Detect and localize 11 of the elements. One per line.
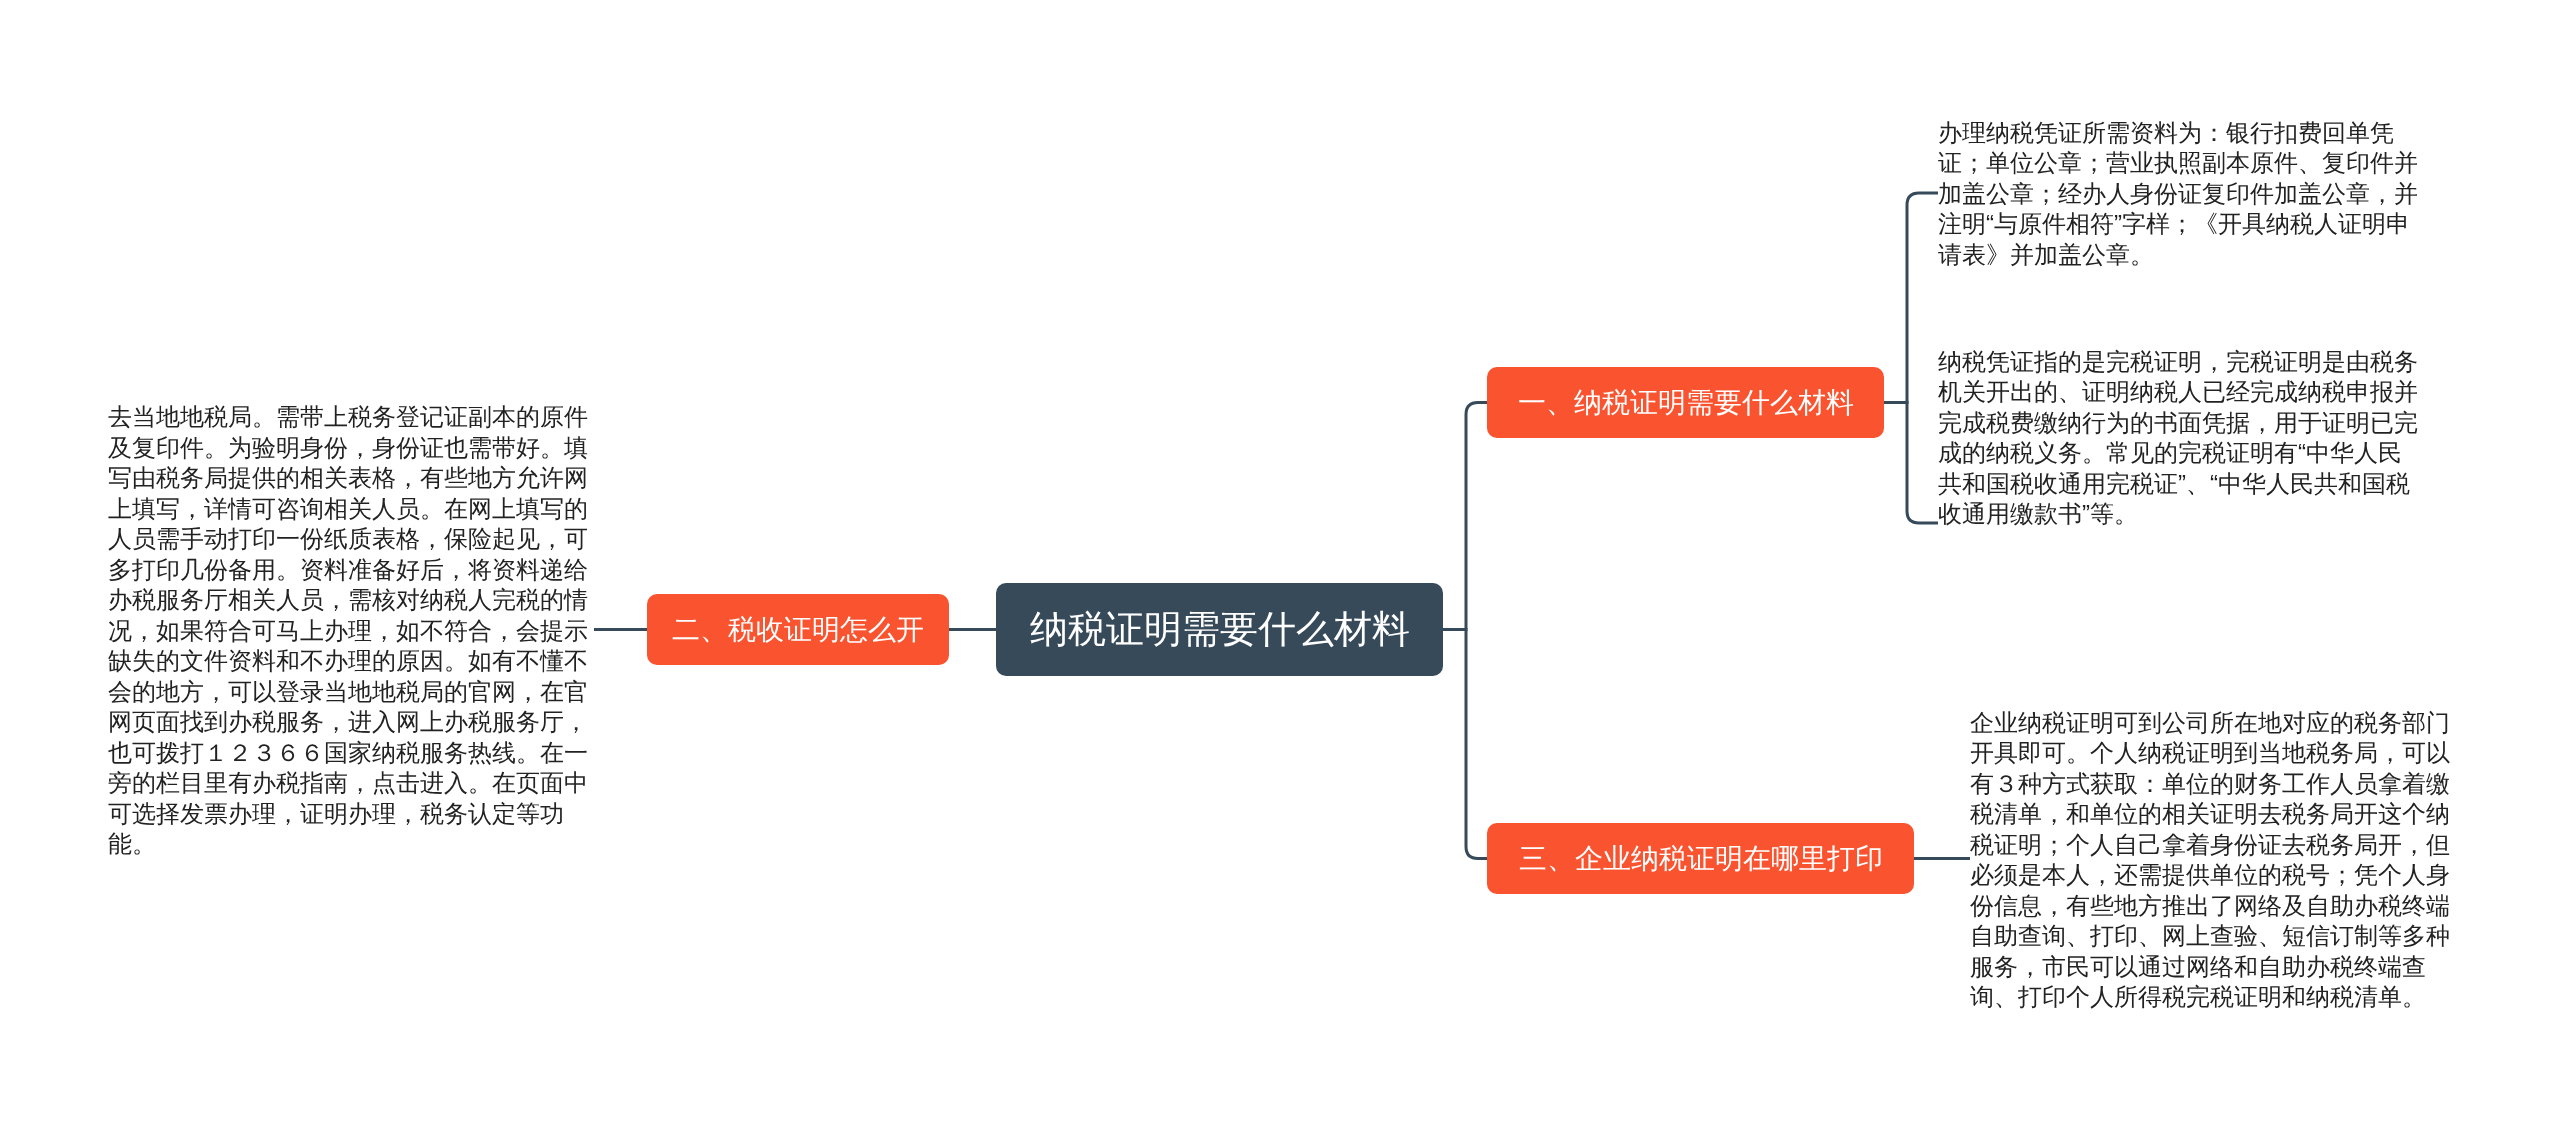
note-text: 企业纳税证明可到公司所在地对应的税务部门开具即可。个人纳税证明到当地税务局，可以有３种方式获取：单位的财务工作人员拿着缴税清单，和单位的相关证明去税务局开这个纳税证明；个人自己拿着身份证去税务局开，但必须是本人，还需提供单位的税号；凭个人身份信息，有些地方推出了网络及自助办税终端自助查询、打印、网上查验、短信订制等多种服务，市民可以通过网络和自助办税终端查询、打印个人所得税完税证明和纳税清单。: [1970, 707, 2456, 1013]
connector-line: [594, 628, 647, 631]
topic-box: 二、税收证明怎么开: [647, 594, 949, 665]
topic-box: 一、纳税证明需要什么材料: [1487, 367, 1884, 438]
connector-line: [1914, 857, 1970, 860]
note-text: 纳税凭证指的是完税证明，完税证明是由税务机关开出的、证明纳税人已经完成纳税申报并完成税费缴纳行为的书面凭据，用于证明已完成的纳税义务。常见的完税证明有“中华人民共和国税收通用完税证”、“中华人民共和国税收通用缴款书”等。: [1938, 346, 2424, 530]
note-text: 办理纳税凭证所需资料为：银行扣费回单凭证；单位公章；营业执照副本原件、复印件并加盖公章；经办人身份证复印件加盖公章，并注明“与原件相符”字样；《开具纳税人证明申请表》并加盖公章。: [1938, 117, 2424, 270]
central-topic-box: 纳税证明需要什么材料: [996, 583, 1443, 676]
note-text: 去当地地税局。需带上税务登记证副本的原件及复印件。为验明身份，身份证也需带好。填写由税务局提供的相关表格，有些地方允许网上填写，详情可咨询相关人员。在网上填写的人员需手动打印一份纸质表格，保险起见，可多打印几份备用。资料准备好后，将资料递给办税服务厅相关人员，需核对纳税人完税的情况，如果符合可马上办理，如不符合，会提示缺失的文件资料和不办理的原因。如有不懂不会的地方，可以登录当地地税局的官网，在官网页面找到办税服务，进入网上办税服务厅，也可拨打１２３６６国家纳税服务热线。在一旁的栏目里有办税指南，点击进入。在页面中可选择发票办理，证明办理，税务认定等功能。: [108, 402, 594, 860]
topic-box: 三、企业纳税证明在哪里打印: [1487, 823, 1914, 894]
connector-line: [949, 628, 996, 631]
